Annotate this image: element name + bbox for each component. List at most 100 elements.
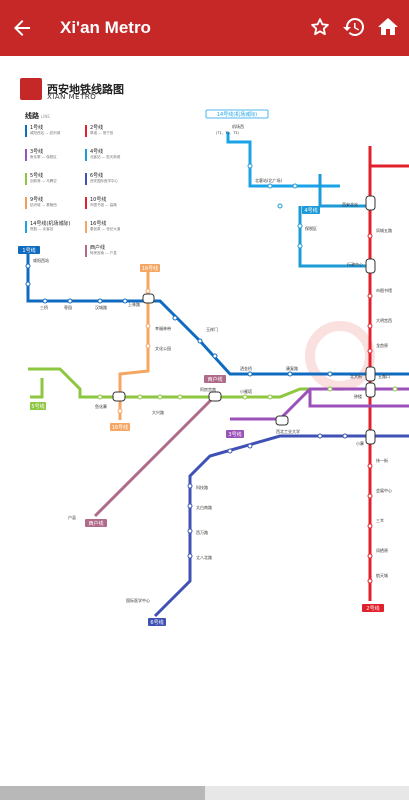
line16-badge: 16号线 (140, 264, 160, 272)
station-labels: 机场西 (T1、T2、T3) 西安北站 行政中心 北大街 五路口 钟楼 小寨 上… (33, 123, 392, 603)
svg-text:五路口: 五路口 (378, 373, 390, 379)
line2-stations (367, 233, 373, 584)
legend-item-line3[interactable]: 3号线鱼化寨 — 保税区 (25, 149, 57, 161)
star-outline-icon (311, 18, 329, 36)
xian-metro-logo (20, 78, 42, 100)
svg-text:汉城路: 汉城路 (95, 304, 107, 310)
line5-path (28, 367, 409, 399)
line4-badge: 4号线 (302, 206, 320, 214)
svg-text:凤城五路: 凤城五路 (376, 227, 392, 233)
svg-text:(T1、T2、T3): (T1、T2、T3) (216, 131, 239, 135)
line1-path (26, 249, 409, 376)
svg-text:上林路: 上林路 (128, 301, 140, 307)
svg-text:龙首原: 龙首原 (376, 342, 388, 348)
station-xianbeizhan-marker (365, 195, 376, 211)
legend-item-line9[interactable]: 9号线纺织城 — 秦陵西 (25, 197, 57, 209)
svg-text:6号线: 6号线 (150, 619, 163, 626)
line5-stations (97, 386, 398, 400)
svg-text:大明宫西: 大明宫西 (376, 317, 392, 323)
svg-text:航天城: 航天城 (376, 572, 388, 578)
svg-text:文化公园: 文化公园 (155, 345, 171, 351)
station-beidajie-marker (365, 366, 376, 382)
svg-text:凤栖原: 凤栖原 (376, 547, 388, 553)
legend-item-line1[interactable]: 1号线咸阳西站 — 纺织城 (25, 125, 60, 137)
history-button[interactable] (337, 10, 371, 44)
route-network: 1号线 2号线 3号线 4号线 5号线 6号线 16号线 16号线 (18, 109, 409, 626)
svg-text:2号线: 2号线 (366, 605, 379, 612)
station-xingzheng-marker (365, 258, 376, 274)
svg-text:钟楼: 钟楼 (354, 393, 362, 399)
svg-text:行政中心: 行政中心 (347, 261, 363, 267)
svg-text:1号线: 1号线 (22, 247, 35, 254)
line16b-badge: 16号线 (110, 423, 130, 431)
line4-stations (247, 163, 303, 249)
xihu-path (93, 394, 217, 518)
legend-item-line14[interactable]: 14号线(机场城际)贺韶 — 北客站 (25, 221, 70, 233)
line5-badge: 5号线 (30, 402, 46, 410)
arrow-back-icon[interactable] (10, 16, 34, 40)
line6-stations (187, 433, 348, 559)
line14-path (226, 132, 340, 188)
home-icon (378, 18, 398, 35)
station-xiaozhai-marker (365, 429, 376, 445)
svg-text:阿房宫南: 阿房宫南 (200, 386, 216, 392)
legend-item-line2[interactable]: 2号线草滩 — 常宁宫 (85, 125, 113, 137)
legend-item-line16[interactable]: 16号线秦创原 — 世纪大道 (85, 221, 120, 233)
legend-item-line4[interactable]: 4号线北客站 — 航天新城 (85, 149, 120, 161)
app-bar: Xi'an Metro (0, 0, 409, 56)
svg-text:洒金桥: 洒金桥 (240, 365, 252, 371)
svg-text:咸阳西站: 咸阳西站 (33, 257, 49, 263)
horizontal-scrollbar[interactable] (0, 786, 409, 800)
legend-item-line6[interactable]: 6号线西安国际医学中心 (85, 173, 118, 185)
map-title-cn: 西安地铁线路图 (47, 83, 124, 96)
svg-text:科技路: 科技路 (196, 484, 208, 490)
line6-path (153, 434, 409, 618)
line4-path (318, 174, 370, 208)
svg-text:4号线: 4号线 (304, 207, 317, 214)
line4b-path (298, 206, 370, 268)
svg-text:16号线: 16号线 (142, 265, 158, 272)
svg-text:鱼化寨: 鱼化寨 (95, 403, 107, 409)
svg-text:纬一街: 纬一街 (376, 457, 388, 463)
svg-text:幸福林带: 幸福林带 (155, 325, 171, 331)
scrollbar-thumb[interactable] (0, 786, 205, 800)
line1-stations (25, 263, 333, 377)
home-button[interactable] (371, 10, 405, 44)
line16-stations (117, 288, 151, 414)
line6-badge: 6号线 (148, 618, 166, 626)
svg-text:三桥: 三桥 (40, 304, 48, 310)
favorite-button[interactable] (303, 10, 337, 44)
legend-item-line5[interactable]: 5号线创新港 — 马腾空 (25, 173, 57, 185)
station-shanglin-marker (142, 293, 155, 304)
xihu-badge-end: 西户线 (85, 519, 107, 527)
svg-text:会展中心: 会展中心 (376, 487, 392, 493)
svg-text:西户线: 西户线 (88, 520, 103, 527)
svg-text:5号线: 5号线 (31, 403, 44, 410)
history-icon (343, 17, 365, 36)
line3-badge: 3号线 (226, 430, 244, 438)
line14-badge: 14号线(机场城际) (205, 109, 269, 119)
svg-text:太白南路: 太白南路 (196, 504, 212, 510)
svg-text:14号线(机场城际): 14号线(机场城际) (217, 111, 257, 118)
legend-item-line10[interactable]: 10号线市图书馆 — 高陵 (85, 197, 117, 209)
page-title: Xi'an Metro (60, 18, 151, 37)
svg-text:户县: 户县 (68, 514, 76, 520)
station-afang-marker (208, 391, 222, 402)
xihu-badge: 西户线 (204, 375, 226, 383)
line2-badge: 2号线 (362, 604, 384, 612)
svg-text:16号线: 16号线 (112, 424, 128, 431)
line5b-path (30, 378, 44, 399)
svg-text:机场西: 机场西 (232, 123, 244, 129)
line3-path (230, 387, 409, 421)
station-xiheng-marker (112, 391, 126, 402)
svg-text:西北工业大学: 西北工业大学 (276, 428, 300, 434)
line1-badge: 1号线 (18, 246, 40, 254)
svg-text:西户线: 西户线 (207, 376, 222, 383)
legend-item-xihu[interactable]: 西户线阿房宫南 — 户县 (85, 245, 117, 257)
svg-text:康复路: 康复路 (286, 365, 298, 371)
svg-text:市图书馆: 市图书馆 (376, 287, 392, 293)
svg-text:枣园: 枣园 (64, 304, 72, 310)
